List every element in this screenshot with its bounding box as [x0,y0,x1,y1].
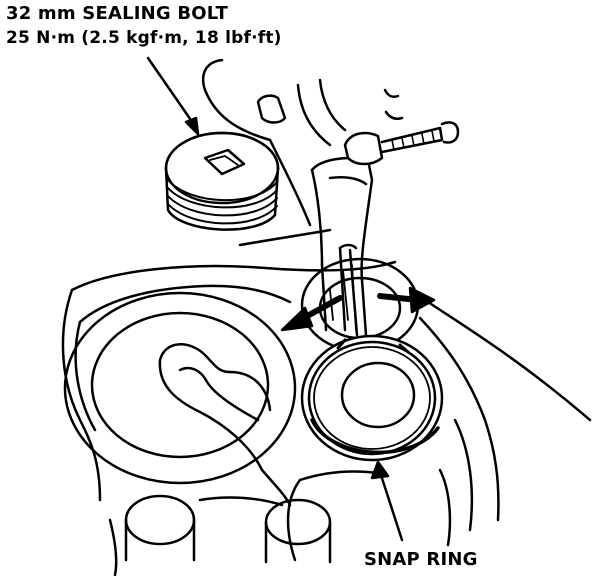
right-movement-arrow [377,286,436,314]
snap-ring [300,334,444,462]
transmission-case-outline [61,58,592,576]
sealing-bolt [164,131,280,231]
left-cavity [63,291,297,507]
snap-ring-leader-arrow [370,460,404,542]
sealing-bolt-label: 32 mm SEALING BOLT [6,3,228,24]
sealing-bolt-leader-arrow [146,56,200,136]
bottom-bosses [124,494,332,564]
sealing-bolt-torque-spec: 25 N·m (2.5 kgf·m, 18 lbf·ft) [6,28,282,48]
fork-bolt [343,121,460,166]
snap-ring-label: SNAP RING [364,549,478,570]
left-movement-arrow [280,295,343,332]
